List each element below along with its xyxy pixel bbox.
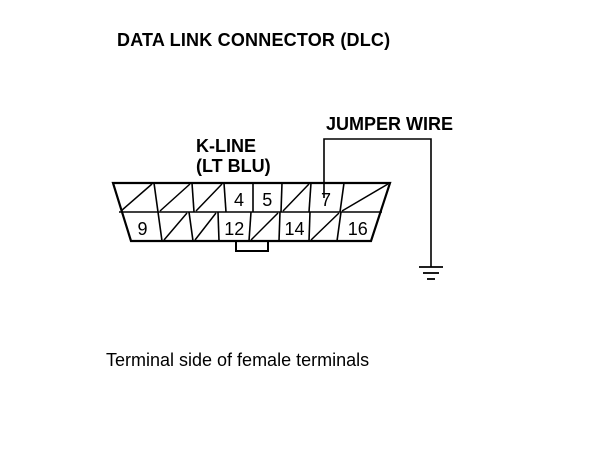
cell-separator (336, 211, 342, 242)
connector-outline (111, 181, 392, 243)
top-row-cell: 5 (262, 182, 283, 213)
unused-terminal-slash (282, 183, 310, 212)
jumper-wire (323, 138, 432, 267)
bottom-row-cell: 16 (348, 219, 368, 239)
cell-separator (308, 182, 312, 213)
top-row-cell (159, 182, 195, 213)
connector-latch (235, 241, 269, 252)
unused-terminal-slash (310, 212, 340, 241)
top-row-cell (282, 182, 312, 213)
terminal-number: 12 (224, 219, 244, 239)
cell-separator (278, 211, 281, 242)
terminal-number: 7 (321, 190, 331, 210)
cell-separator (339, 182, 345, 213)
bottom-row-cell (194, 211, 220, 242)
cell-separator (188, 211, 194, 242)
k-line-wire-color-label: (LT BLU) (196, 156, 271, 176)
cell-separator (217, 211, 220, 242)
top-row-cell (341, 183, 389, 212)
unused-terminal-slash (159, 183, 191, 212)
ground-symbol (419, 266, 443, 280)
terminal-number: 4 (234, 190, 244, 210)
bottom-row-cell (310, 211, 342, 242)
k-line-label: K-LINE (196, 136, 256, 156)
cell-separator (280, 182, 283, 213)
cell-separator (248, 211, 252, 242)
top-row-cell (120, 182, 159, 213)
cell-separator (157, 211, 163, 242)
diagram-caption: Terminal side of female terminals (106, 350, 370, 370)
unused-terminal-slash (120, 183, 153, 212)
bottom-row-cell: 9 (137, 211, 163, 242)
terminal-number: 5 (262, 190, 272, 210)
top-row-cell (195, 182, 227, 213)
unused-terminal-slash (195, 183, 223, 212)
jumper-wire-label: JUMPER WIRE (326, 114, 454, 134)
terminal-number: 14 (284, 219, 304, 239)
unused-terminal-slash (163, 212, 188, 241)
cell-separator (153, 182, 159, 213)
bottom-row-cells: 9 12 14 16 (137, 211, 368, 242)
top-row-cell: 7 (321, 182, 345, 213)
cell-separator (223, 182, 227, 213)
bottom-row-cell: 14 (284, 211, 311, 242)
cell-separator (308, 211, 311, 242)
bottom-row-cell: 12 (224, 211, 252, 242)
bottom-row-cell (163, 211, 194, 242)
terminal-number: 16 (348, 219, 368, 239)
cell-separator (191, 182, 195, 213)
unused-terminal-slash (250, 212, 279, 241)
bottom-row-cell (250, 211, 281, 242)
unused-terminal-slash (341, 183, 389, 212)
terminal-number: 9 (137, 219, 147, 239)
diagram-title: DATA LINK CONNECTOR (DLC) (117, 30, 391, 50)
unused-terminal-slash (194, 212, 217, 241)
top-row-cell: 4 (234, 183, 254, 212)
